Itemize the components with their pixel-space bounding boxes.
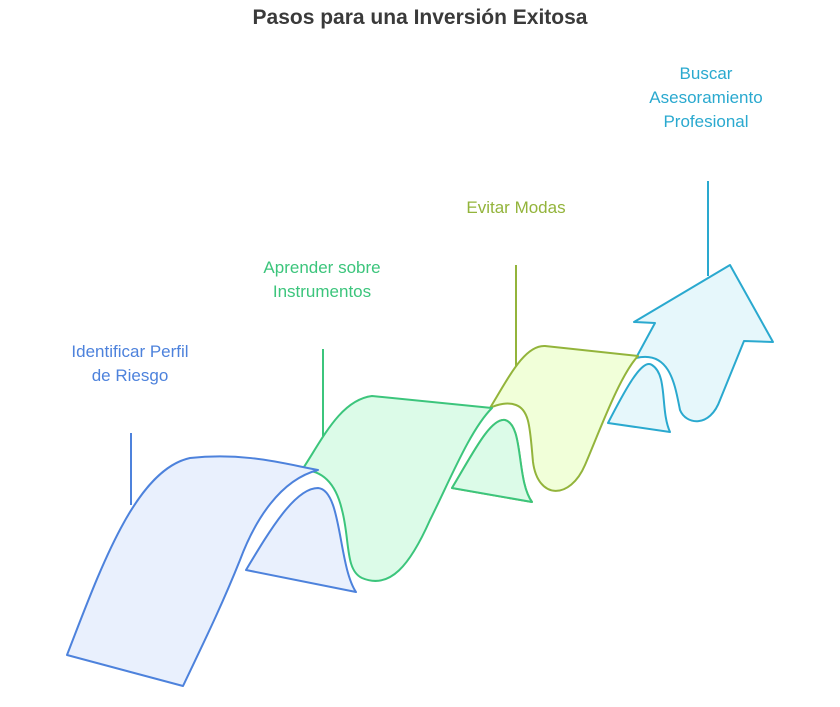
label-step-1-line-1: Identificar Perfil (71, 342, 189, 361)
ribbon-step-3-front (489, 344, 639, 492)
label-step-3: Evitar Modas (416, 196, 616, 220)
ribbon-step-2-back (451, 419, 533, 503)
label-step-1-line-2: de Riesgo (91, 366, 169, 385)
label-step-2-line-2: Instrumentos (272, 282, 372, 301)
label-step-2-line-1: Aprender sobre (263, 258, 381, 277)
ribbon-step-4 (607, 363, 671, 433)
label-step-4: Buscar Asesoramiento Profesional (606, 62, 806, 134)
label-step-3-line-1: Evitar Modas (466, 198, 566, 217)
diagram-title: Pasos para una Inversión Exitosa (252, 6, 588, 29)
ribbon-step-1-front (66, 455, 319, 687)
label-step-2: Aprender sobre Instrumentos (222, 256, 422, 304)
ribbon-step-2-front (301, 395, 493, 582)
ribbon-step-1-back (245, 487, 357, 593)
label-step-4-line-1: Buscar (679, 64, 733, 83)
label-step-1: Identificar Perfil de Riesgo (30, 340, 230, 388)
arrow-step-4 (633, 264, 774, 423)
label-step-4-line-2: Asesoramiento (649, 88, 763, 107)
label-step-4-line-3: Profesional (663, 112, 749, 131)
